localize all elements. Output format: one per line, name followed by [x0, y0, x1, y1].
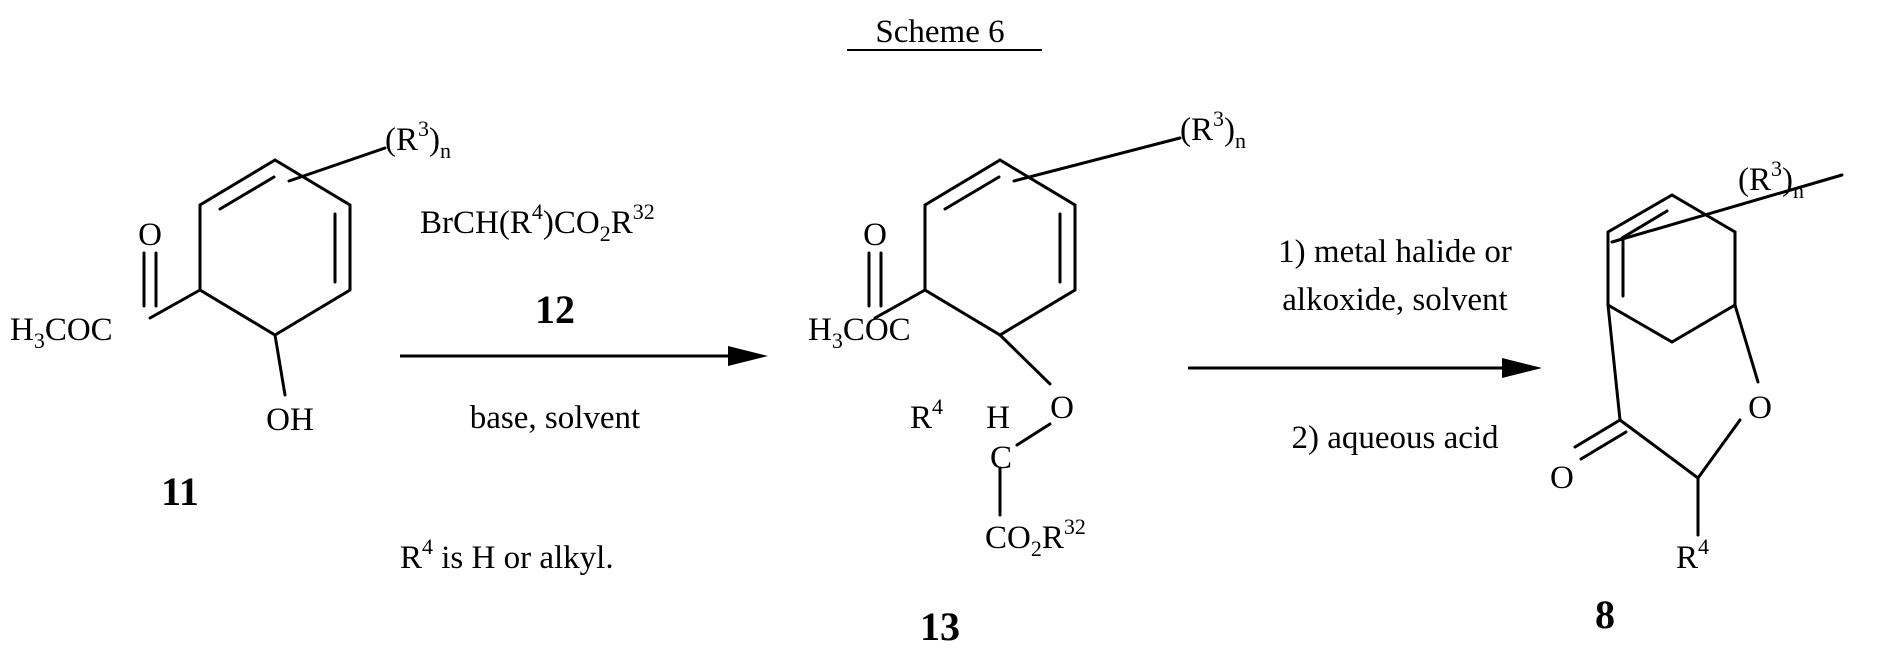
compound-13-co2r: CO2R32: [985, 514, 1086, 561]
compound-11-ester-label: H3COC: [10, 312, 113, 353]
compound-13-substituent: (R3)n: [1180, 106, 1246, 153]
compound-13-carbonyl-o: O: [863, 217, 887, 253]
step-2-condition-2: 2) aqueous acid: [1291, 420, 1499, 456]
step-1-reagent-number: 12: [535, 287, 575, 332]
compound-11: O H3COC OH (R3)n 11: [10, 116, 451, 514]
compound-13: O H3COC O R4 H C CO2R32 (R3)n 13: [808, 106, 1246, 649]
step-1-note: R4 is H or alkyl.: [400, 534, 614, 576]
step-1-arrow-head: [728, 346, 768, 366]
compound-13-ether-o: O: [1050, 390, 1074, 426]
compound-11-carbonyl-o: O: [138, 217, 162, 253]
compound-8-ketone-o: O: [1550, 460, 1574, 496]
step-1-reagent: BrCH(R4)CO2R32: [420, 199, 655, 246]
step-2-condition-1-line-2: alkoxide, solvent: [1282, 282, 1507, 318]
step-2: 1) metal halide or alkoxide, solvent 2) …: [1188, 234, 1542, 456]
compound-8-ring-o: O: [1748, 390, 1772, 426]
compound-8-r4: R4: [1676, 534, 1709, 576]
compound-11-hydroxyl: OH: [266, 402, 314, 438]
compound-11-bonds: [144, 148, 385, 395]
compound-13-bonds: [869, 138, 1180, 515]
compound-11-number: 11: [161, 469, 199, 514]
compound-13-number: 13: [920, 604, 960, 649]
compound-13-h: H: [986, 400, 1010, 436]
compound-13-r4: R4: [910, 394, 943, 436]
compound-13-c: C: [990, 440, 1012, 476]
compound-8: O O R4 (R3)n 8: [1550, 156, 1842, 637]
step-1: BrCH(R4)CO2R32 12 base, solvent R4 is H …: [400, 199, 768, 576]
step-2-condition-1-line-1: 1) metal halide or: [1278, 234, 1512, 270]
step-2-arrow-head: [1502, 358, 1542, 378]
step-1-conditions: base, solvent: [470, 400, 640, 436]
scheme-title: Scheme 6: [875, 14, 1004, 50]
compound-13-ester-label: H3COC: [808, 312, 911, 353]
compound-8-bonds: [1575, 175, 1842, 535]
compound-11-substituent: (R3)n: [385, 116, 451, 163]
compound-8-number: 8: [1595, 592, 1615, 637]
